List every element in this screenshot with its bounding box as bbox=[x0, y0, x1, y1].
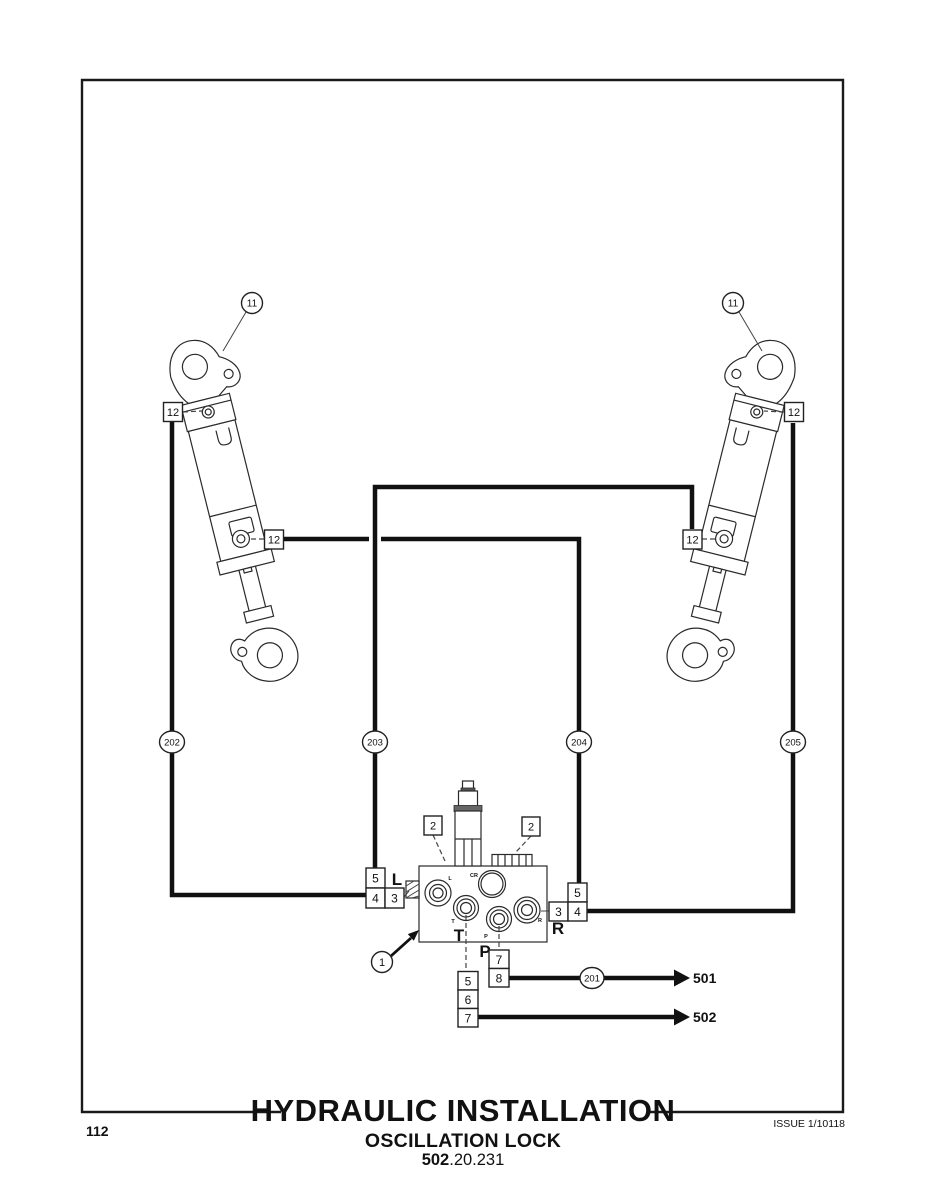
port-label-T: T bbox=[454, 926, 465, 945]
section-code: 502.20.231 bbox=[422, 1151, 505, 1169]
section-code-bold: 502 bbox=[422, 1151, 450, 1169]
p-box-7: 7 bbox=[496, 953, 503, 967]
left-box-4: 4 bbox=[372, 892, 379, 906]
cylinder-right bbox=[650, 330, 810, 691]
right-port-fitting-boxes: 5 3 4 R bbox=[541, 882, 588, 938]
page-border bbox=[80, 78, 845, 1114]
arrow-to-502 bbox=[674, 1008, 690, 1026]
balloon-203: 203 bbox=[367, 738, 383, 749]
t-box-6: 6 bbox=[465, 993, 472, 1007]
hose-balloons: 202 203 204 205 201 bbox=[158, 730, 807, 990]
hose-202-line bbox=[169, 422, 366, 898]
port-l-marking: L bbox=[448, 876, 452, 882]
left-box-3: 3 bbox=[391, 892, 398, 906]
right-box-4: 4 bbox=[574, 905, 581, 919]
left-port-fitting-boxes: 5 4 3 L bbox=[365, 867, 410, 909]
fitting-12-left-top: 12 bbox=[162, 401, 203, 423]
fitting-12-right-top: 12 bbox=[763, 401, 805, 423]
right-box-3: 3 bbox=[555, 905, 562, 919]
balloon-202: 202 bbox=[164, 738, 180, 749]
port-cr-marking: CR bbox=[470, 873, 478, 879]
ref-502-label: 502 bbox=[693, 1009, 717, 1025]
port-t-marking: T bbox=[451, 919, 455, 925]
tank-fitting-boxes: 5 6 7 bbox=[457, 970, 479, 1028]
fitting-12-left-rod-label: 12 bbox=[268, 535, 280, 547]
balloon-11-left-label: 11 bbox=[247, 299, 258, 310]
balloon-1-label: 1 bbox=[379, 957, 385, 969]
section-code-rest: .20.231 bbox=[449, 1151, 504, 1169]
arrow-to-501 bbox=[674, 969, 690, 987]
left-box-5: 5 bbox=[372, 872, 379, 886]
page-number: 112 bbox=[86, 1123, 109, 1139]
ref-501-label: 501 bbox=[693, 970, 717, 986]
balloon-204: 204 bbox=[571, 738, 587, 749]
port-r-marking: R bbox=[538, 918, 542, 924]
port-label-P: P bbox=[479, 942, 490, 961]
balloon-11-right: 11 bbox=[721, 291, 763, 352]
balloon-205: 205 bbox=[785, 738, 801, 749]
callout-2-left-label: 2 bbox=[430, 821, 436, 833]
port-label-L: L bbox=[392, 870, 402, 889]
fitting-12-right-rod-label: 12 bbox=[686, 535, 698, 547]
hose-203-line bbox=[372, 484, 695, 868]
right-box-5: 5 bbox=[574, 886, 581, 900]
fitting-12-right-top-label: 12 bbox=[788, 407, 800, 419]
hose-205-line bbox=[587, 423, 796, 914]
t-box-5: 5 bbox=[465, 974, 472, 988]
valve-ports bbox=[424, 869, 541, 933]
pressure-fitting-boxes: 7 8 bbox=[488, 949, 510, 988]
title-block: HYDRAULIC INSTALLATION OSCILLATION LOCK … bbox=[251, 1093, 676, 1169]
valve-left-fitting bbox=[405, 880, 420, 899]
cylinder-left bbox=[155, 330, 315, 691]
hose-204-line bbox=[284, 536, 582, 883]
balloon-1-valve: 1 bbox=[370, 930, 419, 974]
page-subtitle: OSCILLATION LOCK bbox=[365, 1130, 561, 1152]
balloon-201: 201 bbox=[584, 974, 600, 985]
coil-part bbox=[491, 853, 533, 867]
callout-2-right-label: 2 bbox=[528, 822, 534, 834]
callout-2-right: 2 bbox=[515, 816, 541, 853]
fitting-12-left-top-label: 12 bbox=[167, 407, 179, 419]
valve-block: CR L T P R bbox=[405, 780, 548, 943]
t-box-7: 7 bbox=[465, 1011, 472, 1025]
fitting-12-right-rod: 12 bbox=[682, 529, 716, 550]
issue-label: ISSUE 1/10118 bbox=[773, 1118, 845, 1130]
callout-2-left: 2 bbox=[423, 815, 446, 862]
fitting-12-left-rod: 12 bbox=[250, 529, 285, 550]
balloon-11-right-label: 11 bbox=[728, 299, 739, 310]
port-p-marking: P bbox=[484, 934, 488, 940]
port-label-R: R bbox=[552, 919, 564, 938]
solenoid-cartridge bbox=[453, 780, 483, 867]
p-box-8: 8 bbox=[496, 971, 503, 985]
balloon-11-left: 11 bbox=[222, 291, 264, 352]
page-title: HYDRAULIC INSTALLATION bbox=[251, 1093, 676, 1128]
